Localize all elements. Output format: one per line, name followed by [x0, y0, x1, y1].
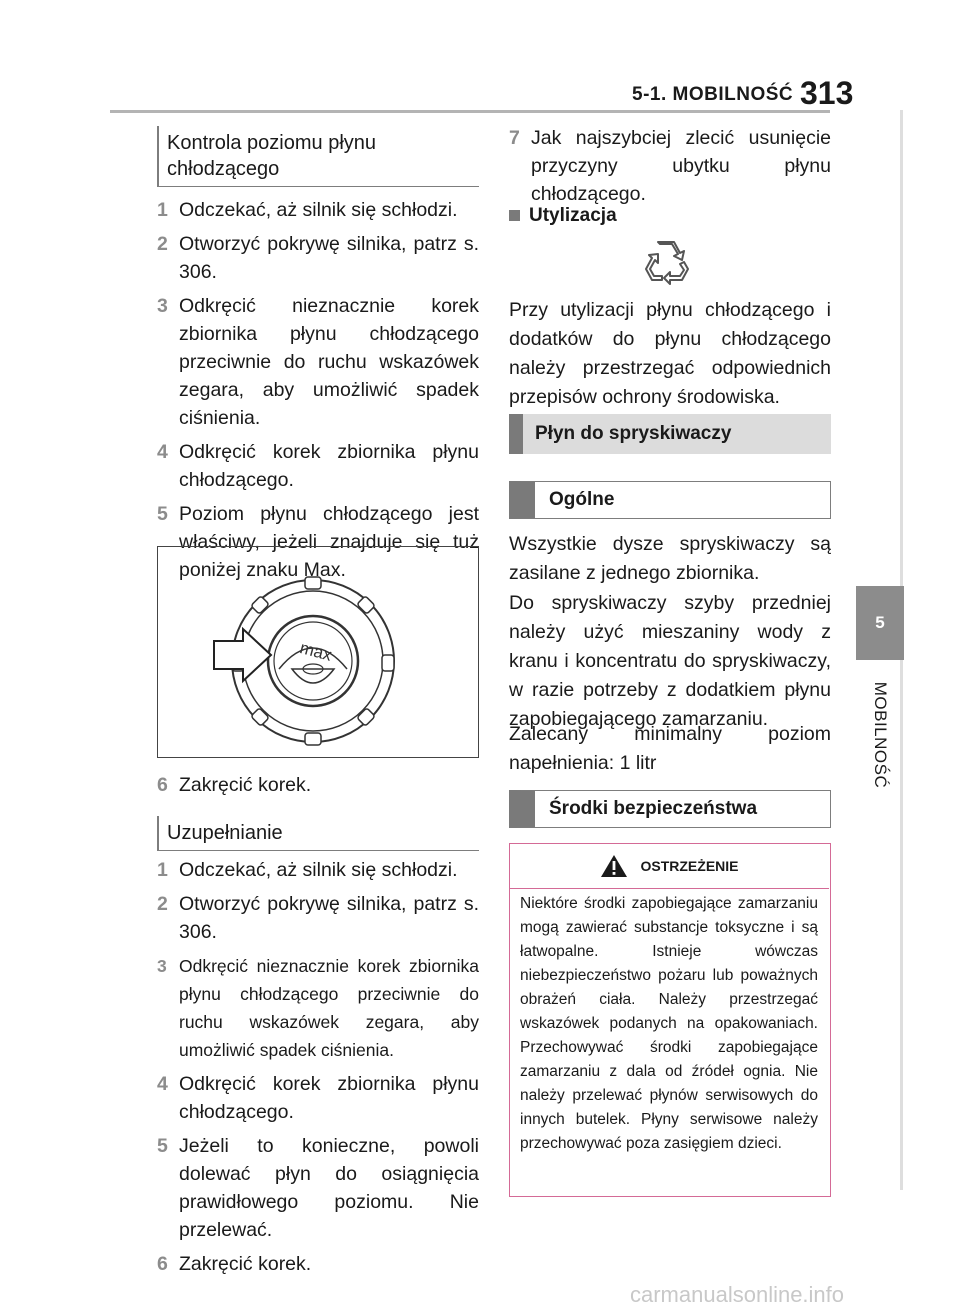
warning-title: OSTRZEŻENIE: [640, 858, 739, 874]
subhead-refill: Uzupełnianie: [157, 816, 479, 851]
section-title: 5-1. MOBILNOŚĆ: [632, 84, 794, 105]
warning-box: OSTRZEŻENIE Niektóre środki zapobiegając…: [509, 843, 831, 1197]
warning-divider: [510, 888, 829, 889]
warning-header: OSTRZEŻENIE: [510, 844, 829, 888]
coolant-cap-illustration: max: [213, 576, 395, 746]
safety-heading: Środki bezpieczeństwa: [509, 790, 831, 828]
chapter-label: MOBILNOŚĆ: [871, 681, 890, 789]
chapter-tab: 5: [856, 586, 904, 660]
coolant-cap-figure: max: [157, 546, 479, 758]
page-number: 313: [800, 75, 854, 111]
warning-triangle-icon: [601, 855, 628, 877]
bullet-square-icon: [509, 210, 520, 221]
disposal-text: Przy utylizacji płynu chłodzącego i doda…: [509, 299, 831, 408]
header-rule: [110, 110, 830, 113]
general-heading: Ogólne: [509, 481, 831, 519]
watermark: carmanualsonline.info: [630, 1282, 845, 1307]
washer-paragraph-2: Do spryskiwaczy szyby przedniej należy u…: [509, 592, 831, 730]
recycle-icon: [640, 236, 692, 288]
warning-text: Niektóre środki zapobiegające zamarzaniu…: [520, 895, 818, 1152]
washer-paragraph-3: Zalecany minimalny poziom napełnienia: 1…: [509, 723, 831, 774]
disposal-heading: Utylizacja: [509, 205, 617, 227]
washer-paragraph-1: Wszystkie dysze spryskiwaczy są zasilane…: [509, 533, 831, 584]
subhead-coolant-check: Kontrola poziomu płynu chłodzącego: [157, 126, 479, 187]
washer-fluid-heading: Płyn do spryskiwaczy: [509, 414, 831, 454]
